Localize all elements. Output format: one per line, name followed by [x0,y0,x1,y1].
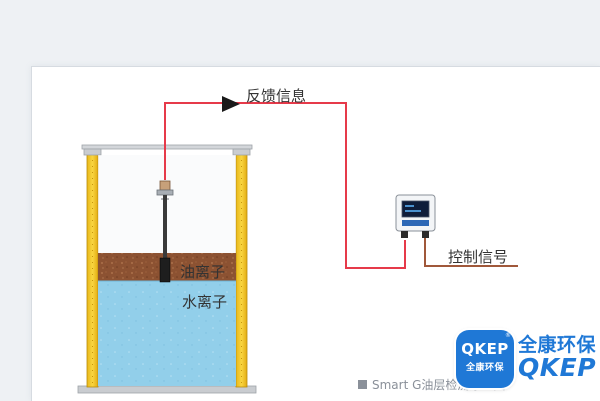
feedback-wire [164,96,406,269]
logo-name-cn: 全康环保 [518,334,597,356]
logo-badge: ® QKEP 全康环保 [456,330,514,388]
feedback-arrow-icon [222,96,240,112]
logo-badge-subtext: 全康环保 [465,363,504,373]
brand-logo: ® QKEP 全康环保 全康环保 QKEP [456,330,600,400]
tank-base [77,385,257,394]
control-signal-wire [424,238,518,267]
feedback-label: 反馈信息 [246,87,307,105]
tank-top-rail [81,144,253,150]
registered-icon: ® [505,332,511,339]
probe-rod [163,195,167,258]
logo-name-en: QKEP [518,353,597,382]
water-layer [98,281,236,386]
probe [156,180,174,283]
oil-ion-label: 油离子 [180,263,226,281]
probe-sensor [159,257,171,283]
water-ion-label: 水离子 [182,293,228,311]
controller-screen [401,200,430,218]
control-signal-label: 控制信号 [448,248,509,266]
controller-device [395,194,436,238]
caption-square-icon [358,380,367,389]
logo-badge-text: QKEP [461,340,509,358]
